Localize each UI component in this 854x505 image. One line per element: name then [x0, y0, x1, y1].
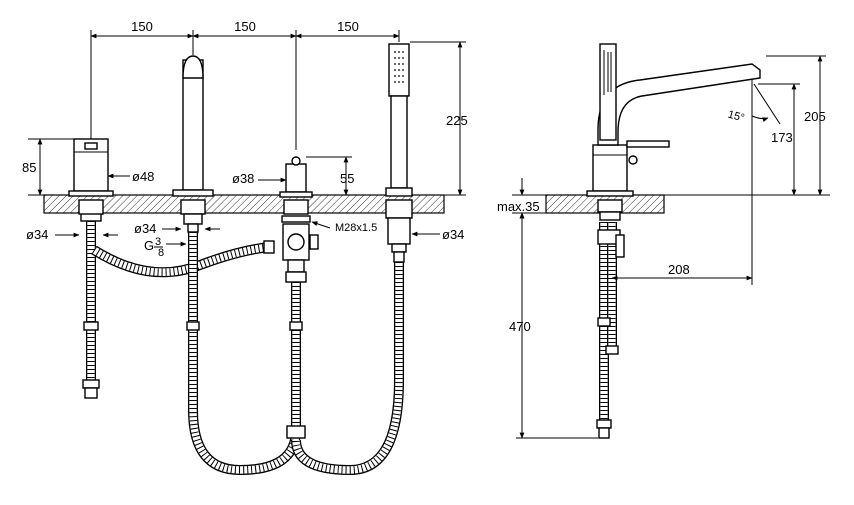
dia-34-right-label: ø34: [442, 227, 464, 242]
front-view: 150 150 150 225 85 ø48: [22, 19, 468, 476]
reach-dim: 208: [611, 80, 753, 285]
shower-nozzles: [394, 51, 404, 83]
height-205-label: 205: [804, 109, 826, 124]
mixer-handle: [68, 138, 114, 222]
front-hoses: [86, 221, 404, 476]
height-225-label: 225: [446, 113, 468, 128]
front-spout: [172, 55, 214, 233]
dia-34-mid-label: ø34: [134, 221, 156, 236]
height-173-label: 173: [771, 130, 793, 145]
diverter: [279, 156, 319, 283]
handle-height-dim: 85: [22, 138, 74, 196]
angle-indicator: 15°: [727, 83, 781, 125]
spacing-3-label: 150: [337, 19, 359, 34]
hose-fittings: [82, 240, 306, 439]
side-height-dims: 173 205: [664, 55, 830, 196]
max-deck-label: max.35: [497, 199, 540, 214]
spacing-2-label: 150: [234, 19, 256, 34]
thread-g-label: G: [144, 238, 154, 253]
side-view: max.35 470 208 173 205 15°: [497, 43, 830, 439]
side-hoses: [596, 222, 625, 439]
height-55-label: 55: [340, 171, 354, 186]
height-470-label: 470: [509, 319, 531, 334]
below-deck-dim: 470: [509, 212, 598, 439]
reach-208-label: 208: [668, 262, 690, 277]
dia-48-label: ø48: [132, 169, 154, 184]
hand-shower: [385, 43, 413, 263]
handshower-height-dim: 225: [410, 41, 468, 196]
deck-front: [43, 194, 445, 214]
height-85-label: 85: [22, 160, 36, 175]
thread-fraction-num: 3: [155, 236, 161, 248]
angle-label: 15°: [727, 109, 746, 125]
side-spout: [586, 43, 761, 221]
thread-fraction-den: 8: [158, 247, 164, 259]
dia-38-label: ø38: [232, 171, 254, 186]
spacing-1-label: 150: [131, 19, 153, 34]
spacing-dimensions: 150 150 150: [90, 19, 400, 150]
dia-34-left-label: ø34: [26, 227, 48, 242]
thread-metric-label: M28x1.5: [335, 222, 377, 234]
